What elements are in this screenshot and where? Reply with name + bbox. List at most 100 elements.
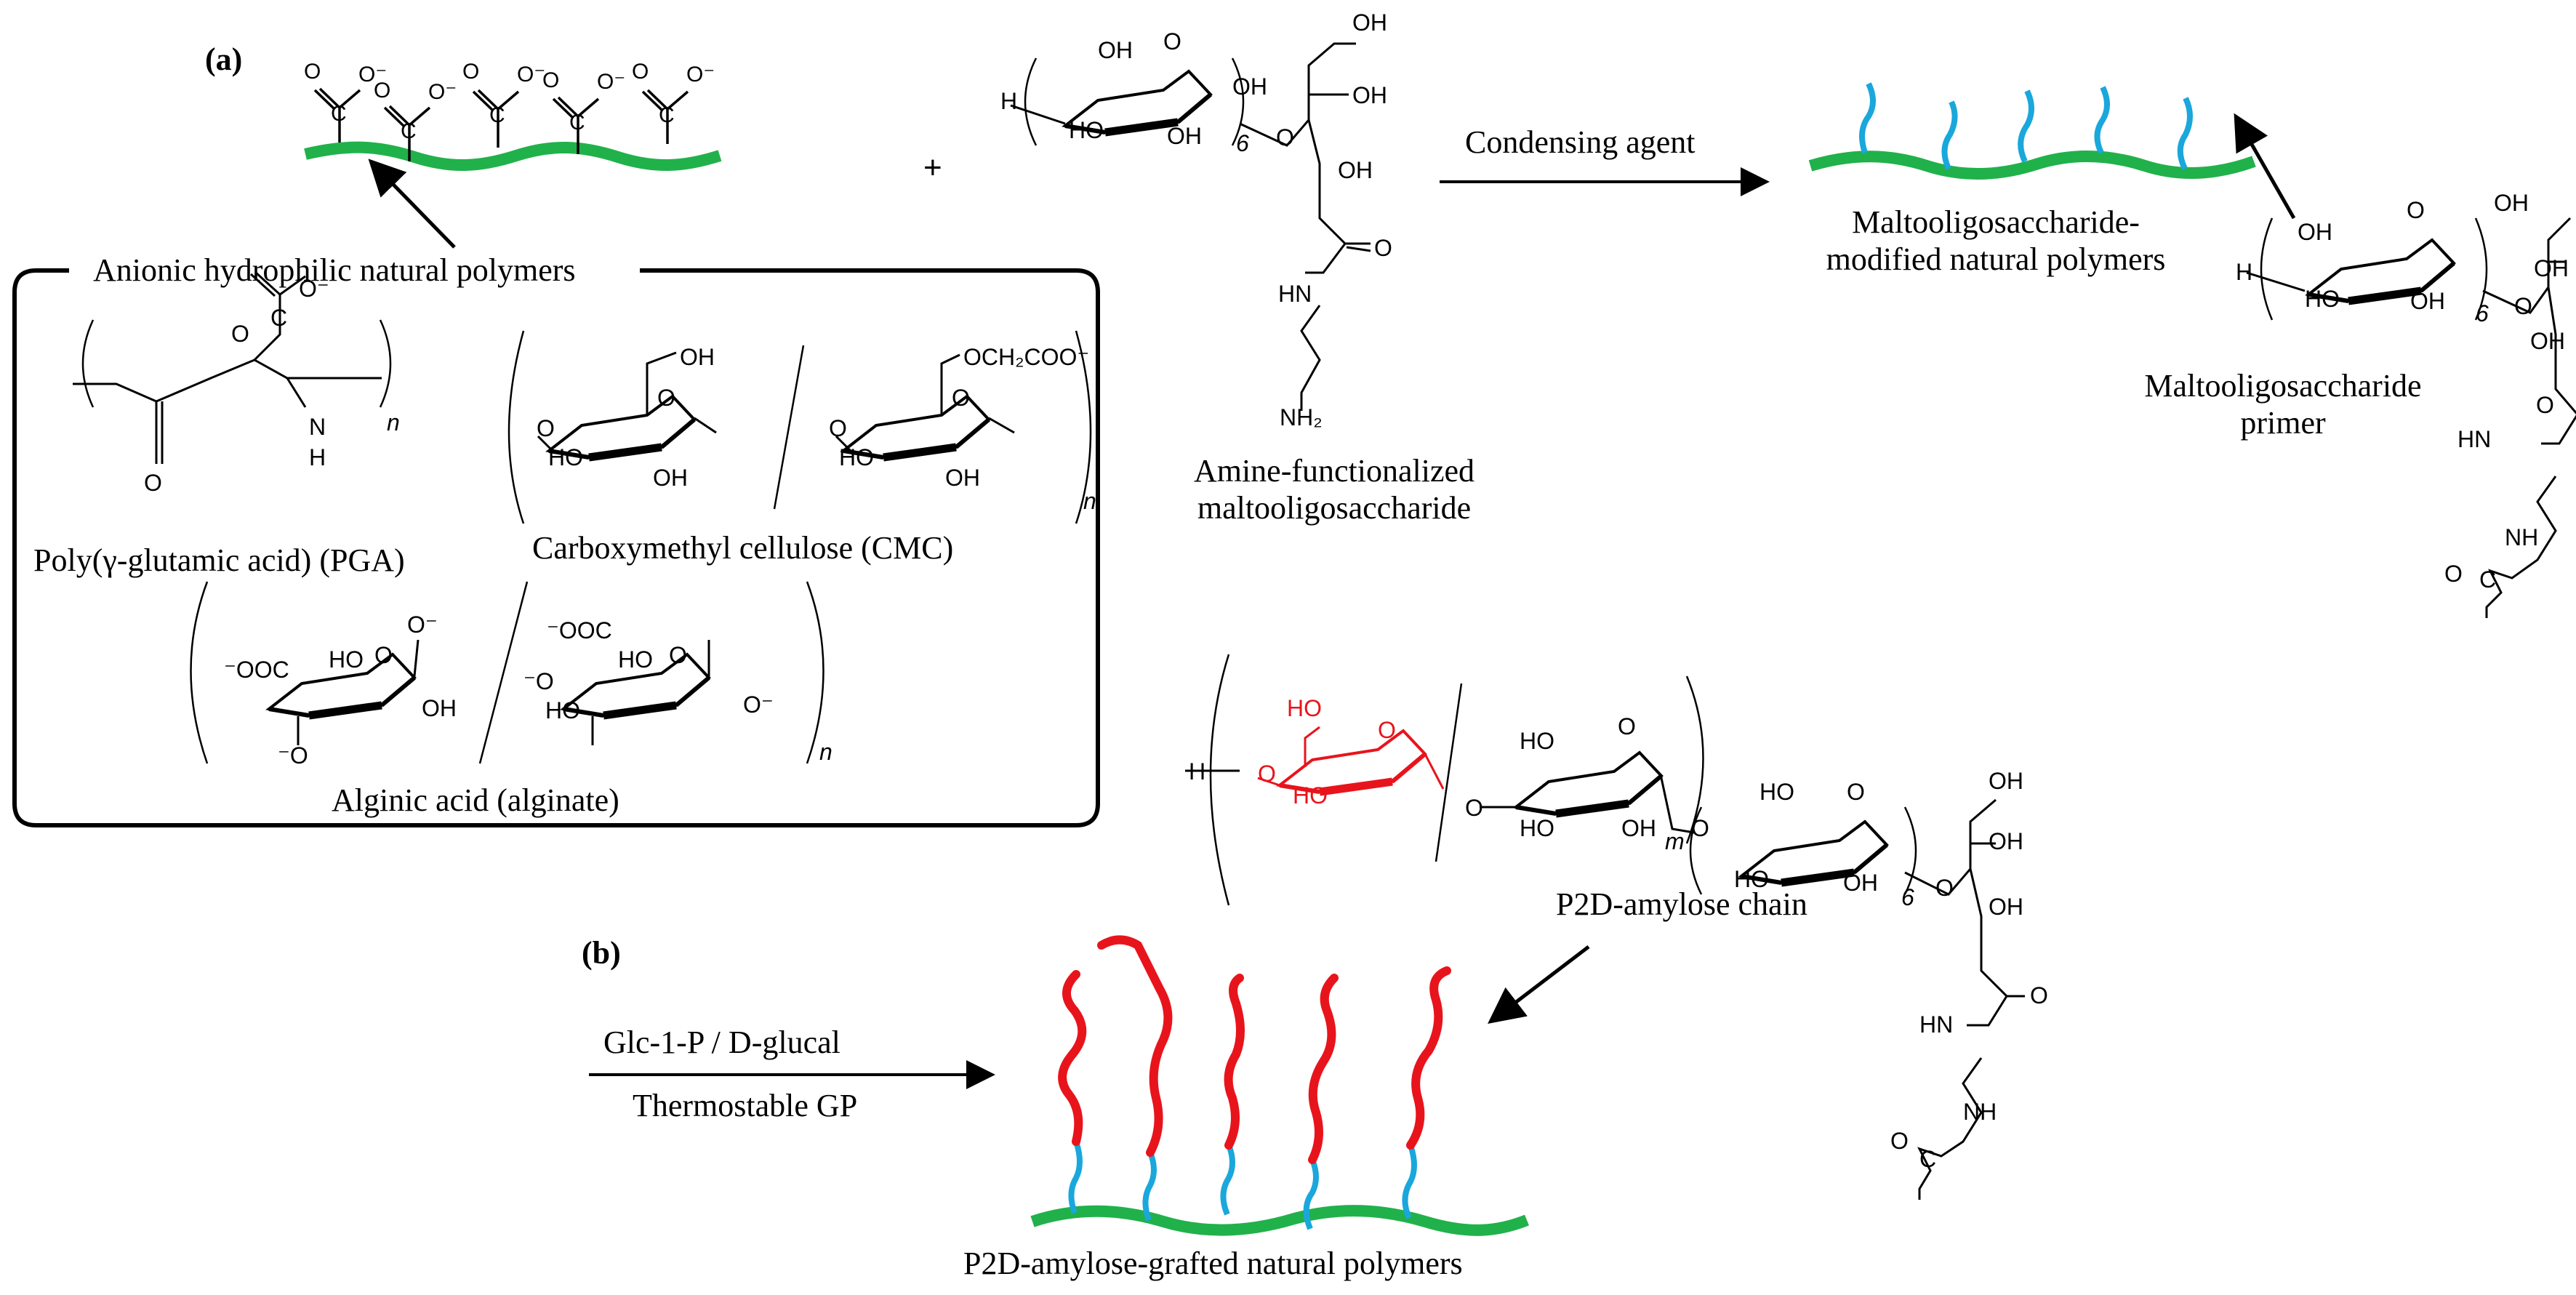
svg-text:O: O xyxy=(374,642,393,668)
svg-text:O: O xyxy=(657,385,675,411)
alginate-carboxylate: ⁻OOC xyxy=(224,657,289,683)
svg-text:OH: OH xyxy=(2534,255,2569,281)
svg-text:OH: OH xyxy=(422,695,457,721)
amine-label-line2: maltooligosaccharide xyxy=(1197,490,1472,526)
svg-text:O: O xyxy=(1847,779,1865,805)
arrow-to-primer xyxy=(2234,113,2296,220)
svg-text:O⁻: O⁻ xyxy=(517,63,545,87)
svg-text:O: O xyxy=(537,415,555,441)
cmc-carboxymethyl: OCH₂COO⁻ xyxy=(963,344,1089,370)
svg-text:HO: HO xyxy=(548,444,583,470)
svg-text:O⁻: O⁻ xyxy=(743,691,774,718)
svg-text:OH: OH xyxy=(945,465,980,491)
svg-text:O: O xyxy=(632,60,649,84)
polymer-box xyxy=(12,268,1100,827)
svg-text:O: O xyxy=(829,415,847,441)
svg-text:HO: HO xyxy=(1287,695,1322,721)
svg-text:OH: OH xyxy=(1989,828,2023,854)
svg-text:HO: HO xyxy=(618,646,653,673)
svg-text:HN: HN xyxy=(2457,426,2491,452)
svg-text:OH: OH xyxy=(1989,768,2023,794)
pga-o: O xyxy=(144,470,162,496)
panel-a-label: (a) xyxy=(205,41,243,77)
cmc-n-subscript: n xyxy=(1083,488,1096,514)
svg-text:O⁻: O⁻ xyxy=(428,80,457,104)
backbone-chain xyxy=(304,141,722,172)
svg-text:HN: HN xyxy=(1919,1011,1953,1038)
cmc-structure xyxy=(507,330,1092,524)
amine-label-line1: Amine-functionalized xyxy=(1193,453,1475,489)
svg-text:HO: HO xyxy=(1520,728,1554,754)
modified-label-line1: Maltooligosaccharide- xyxy=(1852,204,2140,240)
svg-text:O: O xyxy=(1374,235,1392,261)
svg-text:OH: OH xyxy=(2530,328,2565,354)
glc-prefix: Glc-1-P / xyxy=(603,1025,729,1060)
svg-text:O: O xyxy=(2444,561,2463,587)
svg-text:H: H xyxy=(2236,259,2252,285)
svg-text:C: C xyxy=(270,305,287,331)
svg-text:O: O xyxy=(1378,717,1396,743)
svg-text:HO: HO xyxy=(1293,782,1328,809)
alginate-o-minus: O⁻ xyxy=(407,612,438,638)
svg-text:OH: OH xyxy=(2410,288,2445,314)
modified-label-line2: modified natural polymers xyxy=(1826,241,2166,277)
primer-structure xyxy=(2246,217,2576,618)
svg-text:C: C xyxy=(2479,566,2496,593)
carboxylate-groups xyxy=(313,87,689,161)
svg-text:O⁻: O⁻ xyxy=(597,70,625,94)
svg-text:⁻O: ⁻O xyxy=(523,668,554,694)
primer-label-line2: primer xyxy=(2240,405,2326,441)
svg-text:OH: OH xyxy=(1167,123,1202,149)
svg-text:OH: OH xyxy=(1989,894,2023,920)
svg-text:O: O xyxy=(462,60,479,84)
pga-nh: N xyxy=(309,414,326,440)
thermostable-gp-label: Thermostable GP xyxy=(633,1088,858,1123)
svg-text:O: O xyxy=(542,68,559,92)
primer-label-line1: Maltooligosaccharide xyxy=(2144,368,2422,404)
amine-nh2: NH₂ xyxy=(1280,404,1323,430)
svg-text:NH: NH xyxy=(1963,1099,1997,1125)
svg-text:O: O xyxy=(1691,815,1709,841)
carboxylated-backbone: O C O⁻ O C O⁻ O C O⁻ O C O⁻ O C O⁻ xyxy=(304,60,722,249)
svg-text:HO: HO xyxy=(545,697,580,723)
p2d-amylose-structure xyxy=(1185,654,2025,1200)
svg-text:C: C xyxy=(659,103,675,127)
svg-text:HO: HO xyxy=(1520,815,1554,841)
svg-text:OH: OH xyxy=(1338,157,1373,183)
svg-text:O: O xyxy=(2514,293,2532,319)
svg-text:OH: OH xyxy=(1843,870,1878,896)
svg-text:HN: HN xyxy=(1278,281,1312,307)
svg-text:O: O xyxy=(231,321,249,347)
svg-text:HO: HO xyxy=(329,646,364,673)
svg-text:O⁻: O⁻ xyxy=(299,276,329,302)
alginate-carboxylate-2: ⁻OOC xyxy=(547,617,612,644)
pga-n-subscript: n xyxy=(387,409,400,436)
svg-text:H: H xyxy=(1189,758,1205,785)
svg-text:m: m xyxy=(1665,828,1685,854)
svg-text:O: O xyxy=(669,642,687,668)
svg-text:OH: OH xyxy=(2494,190,2529,216)
svg-text:6: 6 xyxy=(1901,884,1914,910)
modified-polymers-label: Maltooligosaccharide- modified natural p… xyxy=(1792,204,2199,278)
svg-text:OH: OH xyxy=(1352,9,1387,36)
carboxylate-o: O xyxy=(304,60,321,84)
cmc-oh: OH xyxy=(680,344,715,370)
glucal-reagents-label: Glc-1-P / D-glucal xyxy=(603,1024,840,1061)
amine-maltooligosaccharide-structure xyxy=(1010,42,1371,411)
pga-structure xyxy=(73,271,392,464)
anionic-polymers-label: Anionic hydrophilic natural polymers xyxy=(93,252,576,288)
svg-text:O: O xyxy=(2030,982,2048,1009)
svg-text:O: O xyxy=(1890,1128,1909,1154)
svg-text:O⁻: O⁻ xyxy=(686,63,715,87)
svg-text:HO: HO xyxy=(1069,117,1104,143)
svg-text:OH: OH xyxy=(1621,815,1656,841)
svg-text:OH: OH xyxy=(1232,73,1267,100)
carboxylate-c: C xyxy=(331,102,347,126)
svg-text:O: O xyxy=(1935,875,1954,901)
glc-d: D xyxy=(728,1025,752,1060)
glc-suffix: -glucal xyxy=(751,1025,840,1060)
grafted-linkers xyxy=(1068,1140,1417,1230)
svg-text:OH: OH xyxy=(1098,37,1133,63)
svg-text:OH: OH xyxy=(2298,219,2332,245)
